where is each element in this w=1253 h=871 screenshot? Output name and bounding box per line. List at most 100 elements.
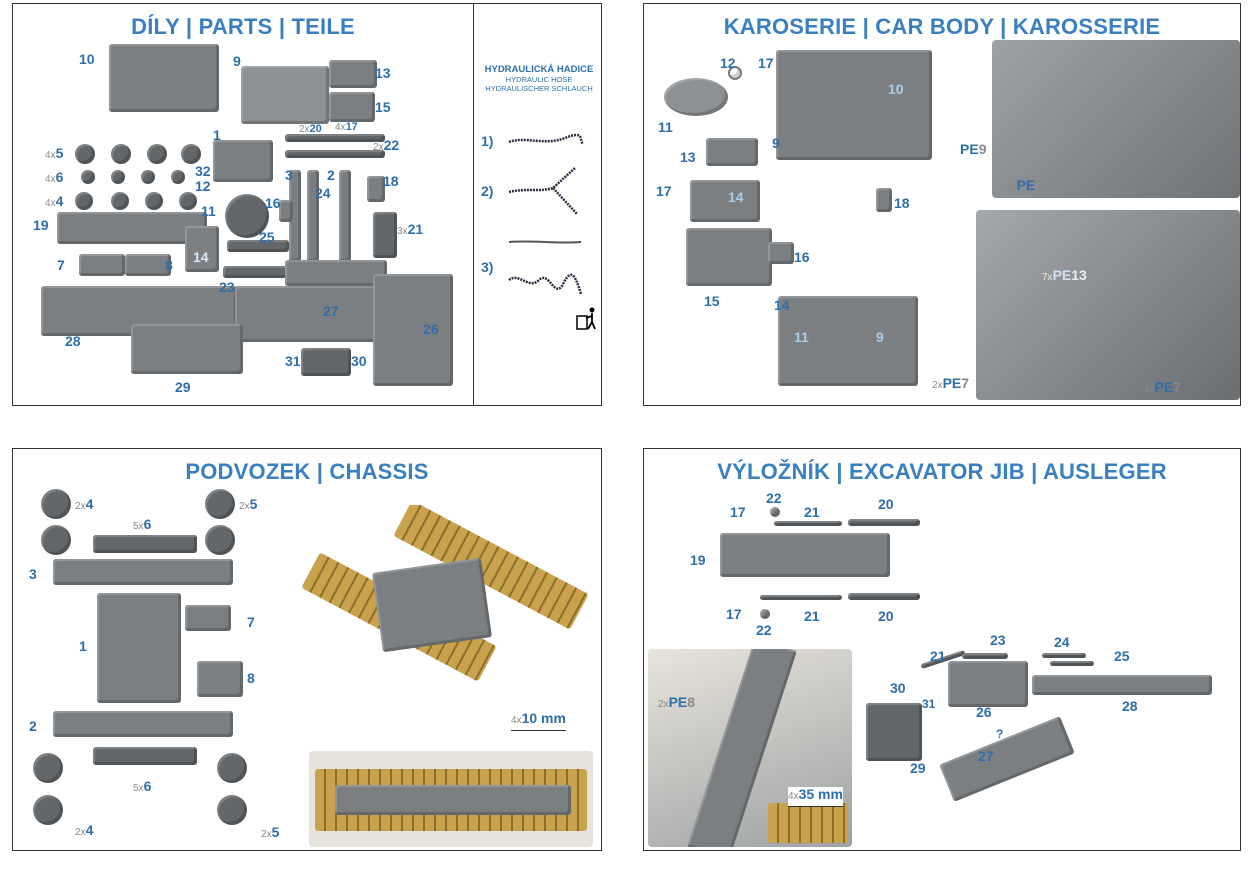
hose-2-drawing [508, 167, 578, 215]
label-2: 2 [29, 718, 37, 734]
label-11b: 11 [794, 329, 809, 345]
parts-title: DÍLY | PARTS | TEILE [131, 14, 355, 39]
label-27: 27 [978, 748, 994, 764]
hose-title-cz: HYDRAULICKÁ HADICE [484, 64, 594, 75]
label-11: 11 [658, 119, 673, 135]
part-20-top [848, 519, 920, 526]
hose-item-2: 2) [481, 183, 494, 199]
label-2x-4-top: 2x4 [75, 496, 94, 512]
label-3: 3 [29, 566, 37, 582]
label-15: 15 [704, 293, 720, 309]
part-2-track-frame [53, 711, 233, 737]
part-6-wheel [81, 170, 95, 184]
label-21-right: 21 [930, 648, 946, 664]
part-5-wheel [147, 144, 167, 164]
measure-10mm: 4x10 mm [511, 711, 566, 731]
part-1-turntable [213, 140, 273, 182]
part-long-beam [285, 260, 387, 286]
chassis-panel: PODVOZEK | CHASSIS 2x4 2x5 5x6 3 1 7 8 2… [12, 448, 602, 851]
label-19: 19 [33, 217, 49, 233]
label-27: 27 [323, 303, 339, 319]
jib-photo-track [768, 803, 848, 843]
part-26 [948, 661, 1028, 707]
label-9: 9 [233, 53, 241, 69]
part-8 [197, 661, 243, 697]
label-26: 26 [423, 321, 439, 337]
part-22-bottom [760, 609, 770, 619]
part-22-top [770, 507, 780, 517]
label-question: ? [996, 727, 1004, 741]
jib-panel: VÝLOŽNÍK | EXCAVATOR JIB | AUSLEGER 22 1… [643, 448, 1241, 851]
part-23 [962, 653, 1008, 659]
part-5-wheel [205, 525, 235, 555]
label-25: 25 [1114, 648, 1130, 664]
label-19: 19 [690, 552, 706, 568]
part-15 [329, 92, 375, 122]
hose-title-en: HYDRAULIC HOSE [505, 75, 573, 84]
part-4-wheel [111, 192, 129, 210]
label-16: 16 [265, 195, 281, 211]
parts-panel: DÍLY | PARTS | TEILE 10 9 13 15 1 2x20 4… [12, 3, 602, 406]
label-11: 11 [201, 203, 216, 219]
label-10: 10 [79, 51, 95, 67]
part-22-bars [285, 150, 385, 158]
label-8: 8 [165, 257, 173, 273]
part-13 [329, 60, 377, 88]
label-17: 17 [758, 55, 774, 71]
part-18-hook [876, 188, 892, 212]
part-6-wheels [93, 747, 197, 765]
label-25: 25 [259, 229, 275, 245]
hose-straight-drawing [508, 240, 582, 244]
body-panel: KAROSERIE | CAR BODY | KAROSSERIE 12 17 … [643, 3, 1241, 406]
label-8: 8 [247, 670, 255, 686]
part-29-bucket [866, 703, 922, 761]
label-17b: 17 [656, 183, 672, 199]
part-13 [706, 138, 758, 166]
label-2: 2 [327, 167, 335, 183]
label-17-top: 17 [730, 504, 746, 520]
part-3-track-frame [53, 559, 233, 585]
label-16: 16 [794, 249, 810, 265]
part-4-wheel [179, 192, 197, 210]
label-13: 13 [680, 149, 696, 165]
part-9-floor [241, 66, 329, 124]
part-19-jib [720, 533, 890, 577]
label-4x-5: 4x5 [45, 145, 64, 161]
jib-title: VÝLOŽNÍK | EXCAVATOR JIB | AUSLEGER [717, 459, 1167, 484]
trash-icon [576, 307, 596, 330]
hose-item-1: 1) [481, 133, 494, 149]
label-14: 14 [193, 249, 209, 265]
part-21-bottom [760, 595, 842, 600]
label-5x-6-bottom: 5x6 [133, 778, 152, 794]
label-7x-pe13: 7xPE13 [1042, 267, 1087, 283]
part-14-plate [185, 226, 219, 272]
photo-chassis-tracks [291, 505, 593, 737]
part-6-wheels [93, 535, 197, 553]
part-11-disc [225, 194, 269, 238]
part-24-track-frame [307, 170, 319, 262]
label-15: 15 [375, 99, 391, 115]
part-5-wheel [205, 489, 235, 519]
hose-3-drawing [508, 273, 583, 295]
part-27-stick [939, 716, 1075, 802]
label-21-bottom: 21 [804, 608, 820, 624]
label-2x-4-bottom: 2x4 [75, 822, 94, 838]
photo-body-front [976, 210, 1240, 400]
label-2x-5-bottom: 2x5 [261, 824, 280, 840]
label-1: 1 [79, 638, 87, 654]
part-6-wheel [141, 170, 155, 184]
part-3-track-frame [289, 170, 301, 262]
label-pe9: PE9 [960, 141, 987, 157]
part-10-body [776, 50, 932, 160]
part-7-wheels [79, 254, 125, 276]
part-5-wheel [217, 795, 247, 825]
label-3x-21: 3x21 [397, 221, 424, 237]
label-30: 30 [351, 353, 367, 369]
part-20-bars [285, 134, 385, 142]
label-4x-pe7-top: 4xPE7 [1006, 177, 1044, 193]
label-4x-pe7-bottom: 4xPE7 [1144, 379, 1182, 395]
part-16 [279, 200, 293, 222]
label-2x-pe7: 2xPE7 [932, 375, 970, 391]
label-23: 23 [219, 279, 235, 295]
label-14: 14 [728, 189, 744, 205]
